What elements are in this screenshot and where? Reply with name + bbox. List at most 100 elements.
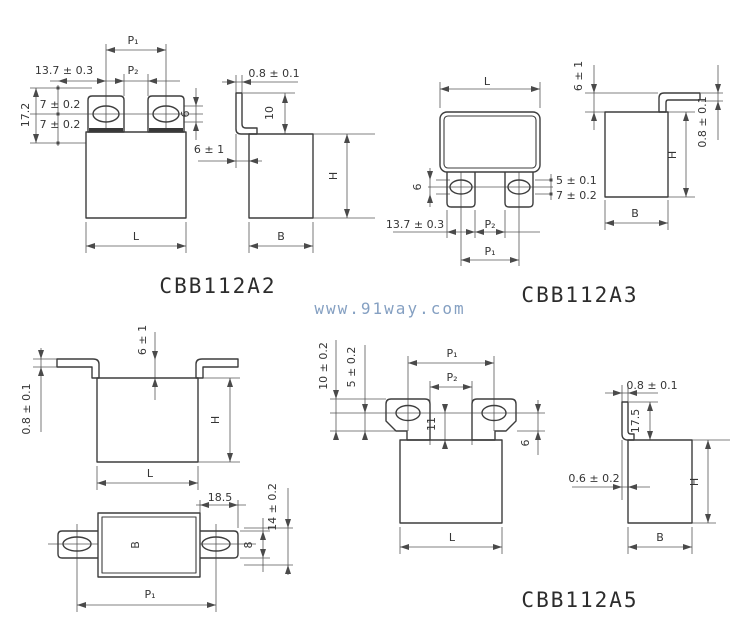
reference-dot <box>549 178 553 182</box>
a2-left-terminal-hole <box>92 105 120 123</box>
a3-body-inner-line <box>443 115 537 169</box>
a2-side-terminal-bracket <box>235 92 258 135</box>
dim-14: 14 ± 0.2 <box>266 483 279 531</box>
a2-right-tab-base <box>149 128 183 132</box>
model-label-cbb112a2: CBB112A2 <box>159 274 276 298</box>
a2-side-body <box>248 133 314 219</box>
a5-right-mounting-tab <box>471 398 517 441</box>
a5-side-body <box>627 439 693 524</box>
a2-right-mounting-tab <box>147 95 185 133</box>
dim-length: L <box>133 230 140 243</box>
dim-11: 11 <box>425 417 438 431</box>
dim-7b: 7 ± 0.2 <box>40 118 81 131</box>
dim-length: L <box>147 467 154 480</box>
dim-p2: P₂ <box>484 218 495 231</box>
a3-right-mounting-tab <box>504 169 534 208</box>
dim-height: H <box>688 478 701 486</box>
cbb112a2-front-view: P₁ P₂ 13.7 ± 0.3 17.2 7 ± 0.2 7 ± 0.2 6 … <box>19 34 203 253</box>
dim-6-1: 6 ± 1 <box>136 325 149 355</box>
a2-left-mounting-tab <box>87 95 125 133</box>
reference-dot <box>56 141 60 145</box>
a2-side-dimension-arrows <box>227 79 350 249</box>
dim-6-hole: 6 <box>411 184 424 191</box>
dim-0-8: 0.8 ± 0.1 <box>626 379 677 392</box>
a5-left-terminal-hole <box>395 404 421 422</box>
a3-right-terminal-hole <box>507 179 531 195</box>
dim-5: 5 ± 0.1 <box>556 174 597 187</box>
cbb112a5-side-view: 0.8 ± 0.1 17.5 0.6 ± 0.2 H B <box>568 379 730 554</box>
dim-width: B <box>277 230 285 243</box>
watermark-text: www.91way.com <box>314 299 465 318</box>
a4-left-terminal-hole <box>62 536 92 552</box>
a5-right-terminal-hole <box>481 404 507 422</box>
dim-p1: P₁ <box>484 245 495 258</box>
dim-17-5: 17.5 <box>629 409 642 434</box>
dim-length: L <box>484 75 491 88</box>
a3-side-terminal-bracket <box>658 92 701 113</box>
a4-right-tab <box>189 530 239 559</box>
a3-capacitor-body <box>439 111 541 173</box>
a3-front-dimension-lines <box>393 82 553 266</box>
a5-front-dimension-lines <box>330 340 545 554</box>
a3-side-body <box>604 111 669 198</box>
dim-8: 8 <box>242 542 255 549</box>
dim-p1: P₁ <box>446 347 457 360</box>
dim-13-7: 13.7 ± 0.3 <box>386 218 444 231</box>
a4-body-inner-line <box>101 516 197 574</box>
reference-dot <box>56 86 60 90</box>
dim-0-6: 0.6 ± 0.2 <box>568 472 619 485</box>
cbb112a3-side-view: 6 ± 1 0.8 ± 0.1 H B <box>572 61 723 230</box>
a4-capacitor-body <box>96 377 199 463</box>
cbb112a4-front-view: 6 ± 1 0.8 ± 0.1 H L <box>20 325 240 490</box>
model-label-cbb112a3: CBB112A3 <box>521 283 638 307</box>
dim-length: L <box>449 531 456 544</box>
a2-right-terminal-hole <box>152 105 180 123</box>
a3-side-dimension-arrows <box>591 84 721 226</box>
dim-6-hole: 6 <box>179 111 192 118</box>
a5-capacitor-body <box>399 439 503 524</box>
a4-right-terminal-hole <box>201 536 231 552</box>
dim-0-8: 0.8 ± 0.1 <box>20 383 33 434</box>
dim-height: H <box>327 172 340 180</box>
a4-right-wing-terminal <box>195 358 239 379</box>
a4-left-tab <box>57 530 107 559</box>
dim-18-5: 18.5 <box>208 491 233 504</box>
dim-width: B <box>656 531 664 544</box>
dim-p1: P₁ <box>144 588 155 601</box>
dim-10: 10 <box>263 106 276 120</box>
dim-5: 5 ± 0.2 <box>345 347 358 388</box>
dim-7: 7 ± 0.2 <box>556 189 597 202</box>
dim-6-1: 6 ± 1 <box>572 61 585 91</box>
cbb112a5-front-view: P₁ P₂ 10 ± 0.2 5 ± 0.2 11 6 L <box>317 340 545 554</box>
a3-left-mounting-tab <box>446 169 476 208</box>
dim-0-8: 0.8 ± 0.1 <box>696 96 709 147</box>
a5-side-terminal-bracket <box>621 401 635 441</box>
dim-height: H <box>209 416 222 424</box>
dim-6: 6 <box>519 440 532 447</box>
a5-front-dimension-arrows <box>333 360 541 550</box>
cbb112a4-bottom-view: 18.5 14 ± 0.2 B 8 P₁ <box>48 483 293 612</box>
a4-front-dimension-lines <box>33 332 240 490</box>
dim-p2: P₂ <box>127 64 138 77</box>
dim-p1: P₁ <box>127 34 138 47</box>
a4-body-outline <box>97 512 201 578</box>
cbb112a2-side-view: 0.8 ± 0.1 10 6 ± 1 H B <box>194 67 375 253</box>
dim-p2: P₂ <box>446 371 457 384</box>
dim-13-7: 13.7 ± 0.3 <box>35 64 93 77</box>
dim-6-1: 6 ± 1 <box>194 143 224 156</box>
dim-17-2: 17.2 <box>19 103 32 128</box>
a4-left-wing-terminal <box>56 358 100 379</box>
model-label-cbb112a5: CBB112A5 <box>521 588 638 612</box>
a3-left-terminal-hole <box>449 179 473 195</box>
a4-front-dimension-arrows <box>38 350 233 486</box>
a2-left-tab-base <box>89 128 123 132</box>
a5-left-mounting-tab <box>385 398 431 441</box>
reference-dot <box>56 112 60 116</box>
dim-width: B <box>631 207 639 220</box>
dim-width: B <box>129 541 142 549</box>
reference-dot <box>549 192 553 196</box>
a2-capacitor-body <box>85 131 187 219</box>
dim-7a: 7 ± 0.2 <box>40 98 81 111</box>
